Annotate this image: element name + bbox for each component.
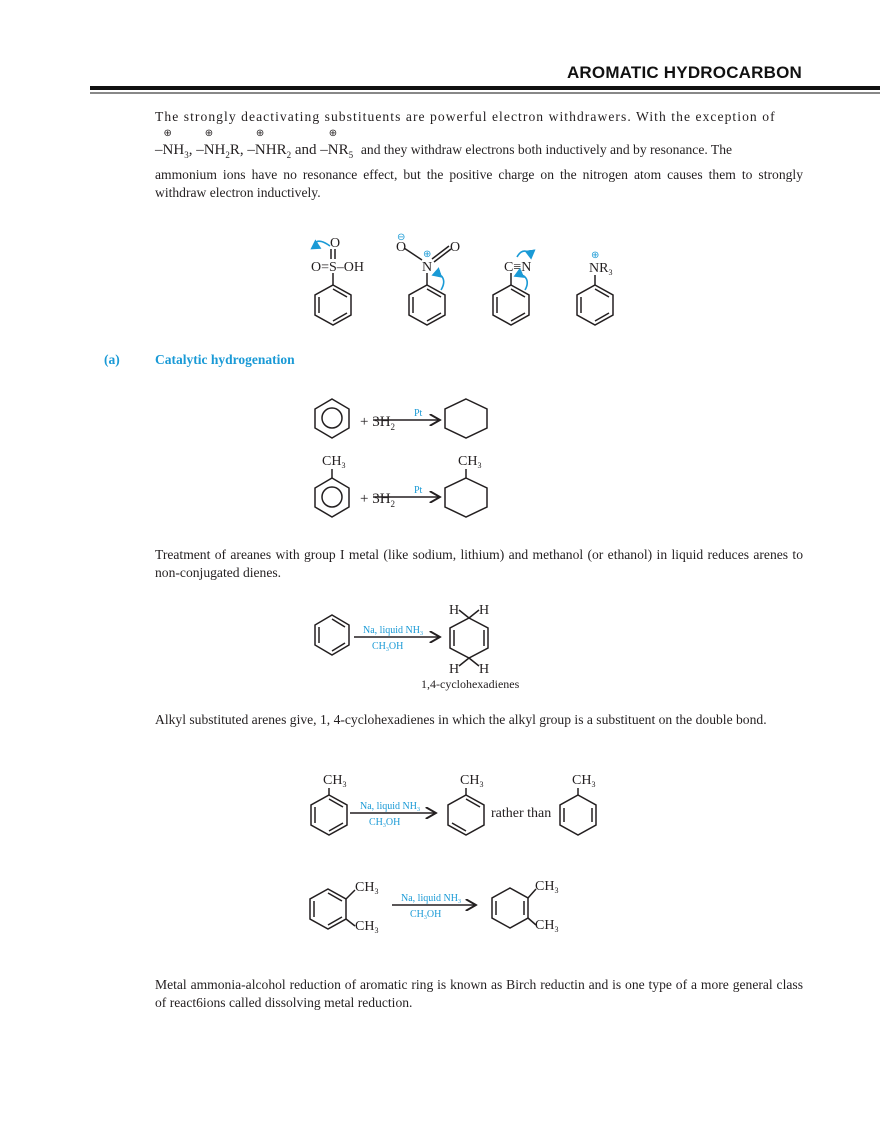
resonance-arrow (310, 239, 331, 250)
running-header: AROMATIC HYDROCARBON (566, 63, 802, 82)
plus-charge: ⊕ (204, 128, 214, 139)
methyl-label: CH3 (460, 773, 483, 789)
intro-line-1: The strongly deactivating substituents a… (155, 109, 776, 124)
methyl-label: CH3 (572, 773, 595, 789)
dash: – (155, 142, 163, 158)
intro-formula-line: –⊕NH3, –⊕NH2R, –⊕NHR2 and –⊕NR5 and they… (155, 129, 803, 160)
nitrobenzene: ⊖ O ⊕ N O (396, 232, 460, 326)
sub: 3 (184, 150, 189, 160)
methyl-label: CH3 (458, 454, 481, 470)
benzonitrile: C≡N (492, 249, 536, 326)
sub: 2 (225, 150, 230, 160)
methyl-label: CH3 (535, 918, 558, 934)
charged-n: ⊕N (254, 129, 266, 160)
plus-charge: ⊕ (591, 250, 599, 261)
methyl-label: CH3 (355, 880, 378, 896)
oxygen-label: O (396, 240, 406, 255)
alkyl-paragraph: Alkyl substituted arenes give, 1, 4-cycl… (155, 712, 767, 727)
and: and (294, 142, 317, 158)
birch-paragraph: Treatment of areanes with group I metal … (155, 547, 803, 580)
header-rule-thin (90, 92, 880, 94)
rather-than-label: rather than (491, 806, 551, 821)
reagent-bottom: CH3OH (369, 817, 400, 829)
ammonium-formula: –⊕NH3, –⊕NH2R, –⊕NHR2 and –⊕NR5 (155, 129, 357, 160)
intro-line-3: ammonium ions have no resonance effect, … (155, 167, 803, 200)
section-title: Catalytic hydrogenation (155, 352, 295, 367)
benzenesulfonic-acid: O O=S–OH (310, 236, 364, 326)
reagent-top: Na, liquid NH3 (363, 625, 423, 637)
hydrogen-reagent: + 3H2 (360, 414, 395, 432)
ammonium-label: NR3 (589, 261, 612, 277)
plus-charge: ⊕ (163, 128, 172, 139)
r: R (338, 142, 349, 158)
resonance-arrow (513, 267, 529, 291)
reagent-bottom: CH3OH (410, 909, 441, 921)
r: HR (265, 142, 287, 158)
methyl-label: CH3 (355, 919, 378, 935)
plus-charge: ⊕ (423, 249, 431, 260)
birch-toluene: CH3 Na, liquid NH3 CH3OH CH3 rather than… (310, 773, 597, 836)
catalyst-label: Pt (414, 485, 423, 496)
plus-charge: ⊕ (255, 128, 265, 139)
header-rule-thick (90, 86, 880, 90)
methyl-label: CH3 (535, 879, 558, 895)
dash: – (247, 142, 255, 158)
sub: 2 (286, 150, 292, 160)
hydrogen-label: H (449, 603, 459, 618)
intro-line-2-text: and they withdraw electrons both inducti… (360, 142, 733, 157)
reagent-top: Na, liquid NH3 (360, 801, 420, 813)
charged-n: ⊕N (327, 129, 339, 160)
s: , (188, 142, 193, 158)
dash: – (196, 142, 204, 158)
resonance-arrow (431, 267, 445, 291)
nitrile-label: C≡N (504, 260, 531, 275)
final-paragraph: Metal ammonia-alcohol reduction of aroma… (155, 977, 803, 1010)
methyl-label: CH3 (322, 454, 345, 470)
nitrogen-label: N (422, 260, 432, 275)
sub: 5 (348, 150, 354, 160)
minus-charge: ⊖ (397, 232, 405, 243)
dash: – (320, 142, 328, 158)
section-number: (a) (104, 352, 120, 367)
catalyst-label: Pt (414, 408, 423, 419)
hydrogen-label: H (479, 603, 489, 618)
n: N (162, 142, 174, 158)
r: H (214, 142, 226, 158)
r: H (173, 142, 185, 158)
toluene-hydrogenation: CH3 + 3H2 Pt CH3 (314, 454, 488, 518)
resonance-arrow (516, 249, 536, 260)
methyl-label: CH3 (323, 773, 346, 789)
birch-benzene: Na, liquid NH3 CH3OH H H H H 1,4-cyclohe… (314, 603, 520, 691)
plus-charge: ⊕ (328, 128, 338, 139)
charged-n: ⊕N (162, 129, 174, 160)
hydrogen-label: H (449, 662, 459, 677)
charged-n: ⊕N (203, 129, 215, 160)
product-name: 1,4-cyclohexadienes (421, 677, 520, 691)
n: N (254, 142, 266, 158)
intro-block: The strongly deactivating substituents a… (155, 108, 803, 202)
n: N (203, 142, 215, 158)
oxygen-label: O (450, 240, 460, 255)
reagent-top: Na, liquid NH3 (401, 893, 461, 905)
oxygen-label: O (330, 236, 340, 251)
birch-o-xylene: CH3 CH3 Na, liquid NH3 CH3OH CH3 CH3 (309, 879, 558, 935)
benzene-hydrogenation: + 3H2 Pt (314, 398, 488, 439)
n: N (327, 142, 339, 158)
hydrogen-reagent: + 3H2 (360, 491, 395, 509)
sulfonyl-label: O=S–OH (311, 260, 364, 275)
reagent-bottom: CH3OH (372, 641, 403, 653)
s: R, (229, 142, 244, 158)
trialkylanilinium: ⊕ NR3 (576, 250, 614, 326)
hydrogen-label: H (479, 662, 489, 677)
